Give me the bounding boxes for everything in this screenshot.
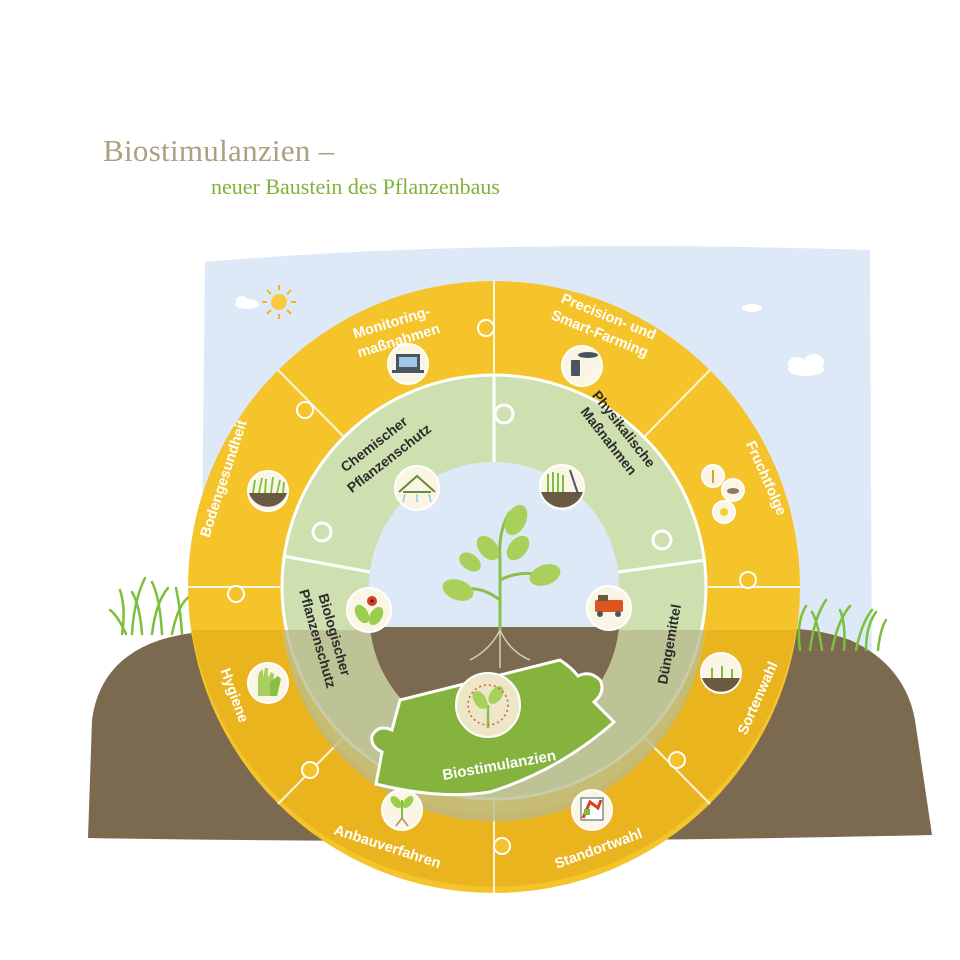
- seedlings-icon: [700, 652, 742, 694]
- sprayer-icon: [394, 465, 440, 511]
- page-subtitle: neuer Baustein des Pflanzenbaus: [211, 174, 500, 199]
- fertilizer-spreader-icon: [586, 585, 632, 631]
- soil-grass-icon: [247, 470, 289, 512]
- cloud-icon: [235, 296, 259, 309]
- inner-ring-puzzle-knobs: [311, 403, 673, 551]
- outer-ring-lower-shade: [192, 630, 796, 887]
- cloud-icon: [742, 304, 762, 312]
- sun-icon: [262, 285, 296, 319]
- ladybug-icon: [346, 587, 392, 633]
- inner-ring-dividers: [282, 375, 707, 574]
- cloud-icon: [788, 354, 824, 376]
- map-icon: [571, 789, 613, 831]
- laptop-icon: [387, 343, 429, 385]
- page-title: Biostimulanzien –: [103, 133, 335, 168]
- plant-roots-icon: [381, 789, 423, 831]
- drone-phone-icon: [561, 345, 603, 387]
- crop-rotation-icon: [701, 464, 745, 524]
- grass-right: [797, 598, 888, 652]
- central-plant-icon: [442, 504, 561, 668]
- mechanical-weeding-icon: [539, 464, 585, 510]
- outer-ring-puzzle-knobs: [227, 319, 757, 855]
- gloves-icon: [247, 662, 289, 704]
- biostimulant-plant-icon: [455, 672, 521, 738]
